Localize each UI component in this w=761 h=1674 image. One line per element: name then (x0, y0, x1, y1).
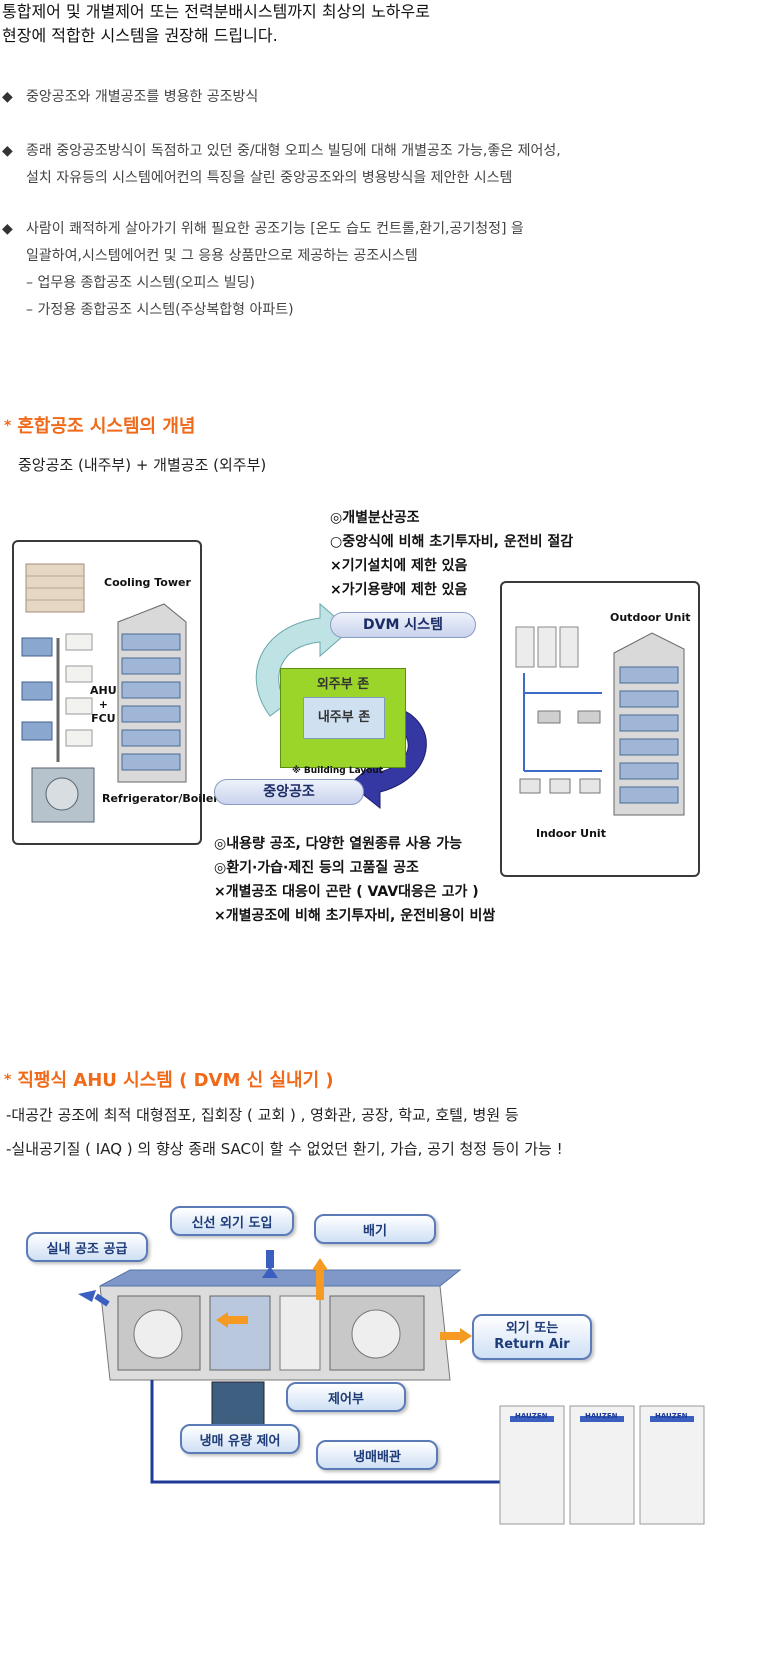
bullet-text: 설치 자유등의 시스템에어컨의 특징을 살린 중앙공조와의 병용방식을 제안한 … (26, 170, 513, 186)
section1-title: * 혼합공조 시스템의 개념 (4, 412, 195, 438)
outside-return-label: 외기 또는 Return Air (472, 1314, 592, 1360)
note-line: ×기기설치에 제한 있음 (330, 558, 468, 574)
note-line: ×가기용량에 제한 있음 (330, 582, 468, 598)
return-air-text: Return Air (494, 1337, 570, 1352)
indoor-unit-label: Indoor Unit (536, 827, 606, 840)
refrigerant-pipe-label: 냉매배관 (316, 1440, 438, 1470)
plus-text: + (98, 698, 108, 711)
ahu-diagram (78, 1250, 705, 1525)
section2-title-text: 직팽식 AHU 시스템 ( DVM 신 실내기 ) (17, 1070, 334, 1091)
note-line: ◎내용량 공조, 다양한 열원종류 사용 가능 (214, 836, 462, 852)
control-label: 제어부 (286, 1382, 406, 1412)
bullet-text: 중앙공조와 개별공조를 병용한 공조방식 (26, 89, 259, 105)
intro-text: 통합제어 및 개별제어 또는 전력분배시스템까지 최상의 노하우로 현장에 적합… (2, 0, 430, 48)
intro-line-1: 통합제어 및 개별제어 또는 전력분배시스템까지 최상의 노하우로 (2, 2, 430, 21)
dvm-system-label: DVM 시스템 (330, 612, 476, 638)
bullet-text: – 업무용 종합공조 시스템(오피스 빌딩) (26, 275, 255, 291)
ahu-text: AHU (90, 684, 117, 697)
top-notes: ◎개별분산공조 ○중앙식에 비해 초기투자비, 운전비 절감 ×기기설치에 제한… (330, 506, 573, 602)
refrigerator-boiler-label: Refrigerator/Boiler (102, 792, 219, 805)
outdoor-unit-label: Outdoor Unit (610, 611, 691, 624)
note-line: ×개별공조에 비해 초기투자비, 운전비용이 비쌈 (214, 908, 496, 924)
diamond-icon: ◆ (2, 143, 13, 159)
star-marker: * (4, 418, 12, 434)
cooling-tower-label: Cooling Tower (104, 576, 191, 589)
bottom-notes: ◎내용량 공조, 다양한 열원종류 사용 가능 ◎환기·가습·제진 등의 고품질… (214, 832, 495, 928)
note-line: ○중앙식에 비해 초기투자비, 운전비 절감 (330, 534, 574, 550)
central-ac-label: 중앙공조 (214, 779, 364, 805)
dvm-system-panel: Outdoor Unit Indoor Unit (500, 581, 700, 877)
section2-line-2: -실내공기질 ( IAQ ) 의 향상 종래 SAC이 할 수 없었던 환기, … (6, 1140, 563, 1158)
bullet-text: 사람이 쾌적하게 살아가기 위해 필요한 공조기능 [온도 습도 컨트롤,환기,… (26, 221, 524, 237)
bullet-1: ◆ 중앙공조와 개별공조를 병용한 공조방식 (2, 84, 258, 111)
star-marker: * (4, 1072, 12, 1088)
ahu-fcu-label: AHU + FCU (90, 684, 117, 726)
section1-subtitle: 중앙공조 (내주부) + 개별공조 (외주부) (18, 456, 267, 474)
diamond-icon: ◆ (2, 89, 13, 105)
bullet-2: ◆ 종래 중앙공조방식이 독점하고 있던 중/대형 오피스 빌딩에 대해 개별공조… (2, 138, 561, 192)
brand-label-3: HAUZEN (655, 1412, 688, 1420)
brand-label-1: HAUZEN (515, 1412, 548, 1420)
outer-zone-box: 외주부 존 내주부 존 (280, 668, 406, 768)
brand-label-2: HAUZEN (585, 1412, 618, 1420)
dvm-system-illustration (515, 626, 685, 816)
section2-line-1: -대공간 공조에 최적 대형점포, 집회장 ( 교회 ) , 영화관, 공장, … (6, 1106, 519, 1124)
building-layout-label: ※ Building Layout (292, 766, 384, 776)
central-system-panel: Cooling Tower AHU + FCU Refrigerator/Boi… (12, 540, 219, 845)
outside-air-text: 외기 또는 (505, 1321, 559, 1336)
note-line: ×개별공조 대응이 곤란 ( VAV대응은 고가 ) (214, 884, 479, 900)
note-line: ◎개별분산공조 (330, 510, 420, 526)
bullet-text: – 가정용 종합공조 시스템(주상복합형 아파트) (26, 302, 294, 318)
fcu-text: FCU (91, 712, 116, 725)
fresh-air-label: 신선 외기 도입 (170, 1206, 294, 1236)
note-line: ◎환기·가습·제진 등의 고품질 공조 (214, 860, 419, 876)
section1-title-text: 혼합공조 시스템의 개념 (17, 416, 196, 437)
refrigerant-control-label: 냉매 유량 제어 (180, 1424, 300, 1454)
diamond-icon: ◆ (2, 221, 13, 237)
intro-line-2: 현장에 적합한 시스템을 권장해 드립니다. (2, 26, 278, 45)
bullet-text: 종래 중앙공조방식이 독점하고 있던 중/대형 오피스 빌딩에 대해 개별공조 … (26, 143, 561, 159)
inner-zone-label: 내주부 존 (303, 697, 385, 739)
supply-label: 실내 공조 공급 (26, 1232, 148, 1262)
central-system-illustration (21, 563, 187, 823)
outer-zone-label: 외주부 존 (316, 677, 370, 692)
bullet-text: 일괄하여,시스템에어컨 및 그 응용 상품만으로 제공하는 공조시스템 (26, 248, 418, 264)
bullet-3: ◆ 사람이 쾌적하게 살아가기 위해 필요한 공조기능 [온도 습도 컨트롤,환기… (2, 216, 524, 324)
exhaust-label: 배기 (314, 1214, 436, 1244)
section2-title: * 직팽식 AHU 시스템 ( DVM 신 실내기 ) (4, 1066, 334, 1092)
